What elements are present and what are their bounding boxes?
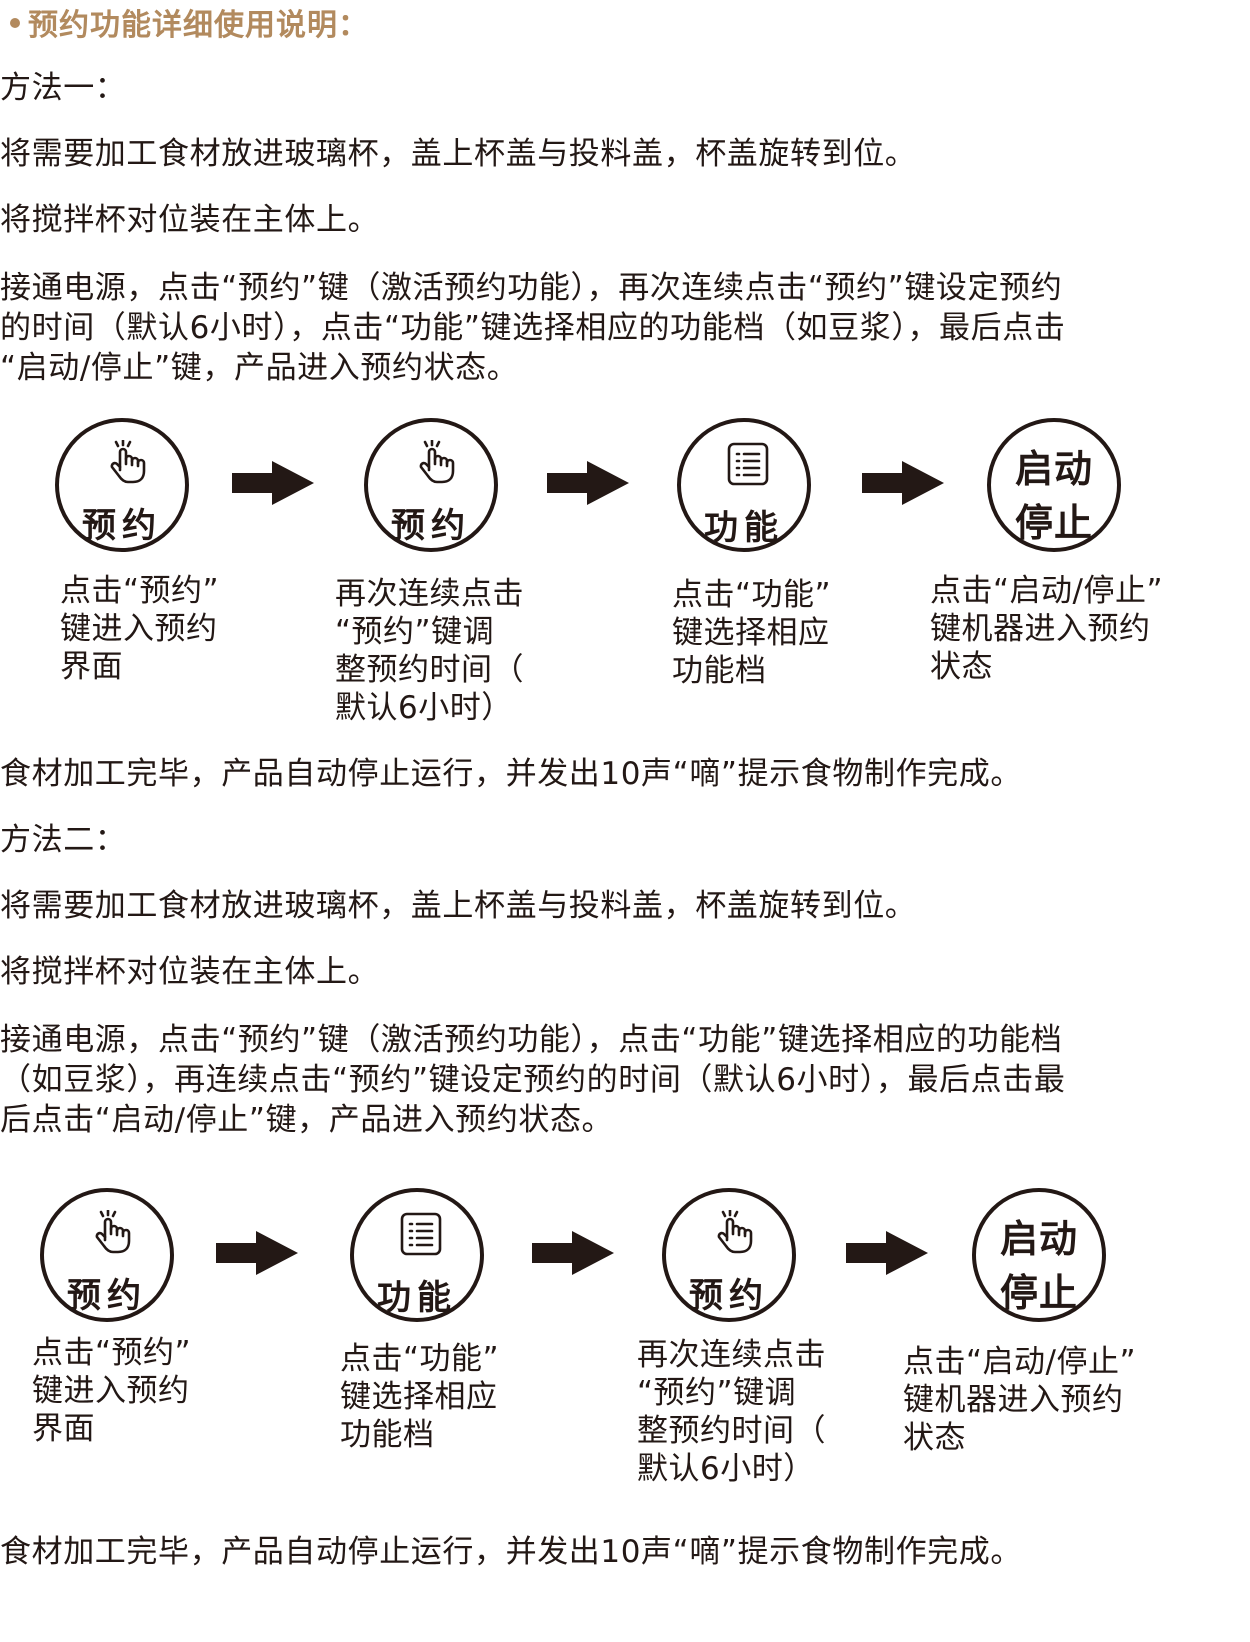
method1-instructions-line: “启动/停止”键，产品进入预约状态。: [0, 350, 519, 386]
key-label: 预约: [67, 1276, 147, 1316]
method2-heading: 方法二：: [0, 822, 127, 858]
method1-caption-3: 点击“功能”键选择相应功能档: [672, 577, 832, 689]
method1-caption-1: 点击“预约”键进入预约界面: [60, 573, 220, 685]
method2-instructions: 接通电源，点击“预约”键（激活预约功能），点击“功能”键选择相应的功能档 （如豆…: [0, 1020, 1250, 1140]
key-label: 预约: [82, 506, 162, 546]
method2-reserve-key: 预约: [40, 1188, 174, 1322]
key-label-start: 启动: [1014, 447, 1093, 491]
method1-heading: 方法一：: [0, 70, 127, 106]
method2-caption-2: 点击“功能”键选择相应功能档: [340, 1341, 500, 1453]
section-title-text: 预约功能详细使用说明：: [28, 8, 369, 43]
method1-start-stop-key: 启动 停止: [987, 418, 1121, 552]
method1-instructions-line: 的时间（默认6小时），点击“功能”键选择相应的功能档（如豆浆），最后点击: [0, 310, 1066, 346]
key-label: 功能: [704, 508, 784, 548]
arrow-right-icon: [216, 1231, 298, 1275]
method2-caption-1: 点击“预约”键进入预约界面: [32, 1335, 192, 1447]
hand-tap-icon: [104, 440, 148, 484]
method2-instructions-line: （如豆浆），再连续点击“预约”键设定预约的时间（默认6小时），最后点击最: [0, 1062, 1066, 1098]
method2-caption-4: 点击“启动/停止”键机器进入预约状态: [903, 1344, 1137, 1456]
key-label-stop: 停止: [1014, 501, 1093, 545]
key-label: 预约: [391, 506, 471, 546]
arrow-right-icon: [846, 1231, 928, 1275]
hand-tap-icon: [89, 1210, 133, 1254]
method1-step-mount: 将搅拌杯对位装在主体上。: [0, 202, 380, 238]
hand-tap-icon: [711, 1210, 755, 1254]
menu-list-icon: [399, 1212, 443, 1256]
method2-instructions-line: 后点击“启动/停止”键，产品进入预约状态。: [0, 1102, 614, 1138]
key-label: 预约: [689, 1276, 769, 1316]
method2-instructions-line: 接通电源，点击“预约”键（激活预约功能），点击“功能”键选择相应的功能档: [0, 1022, 1063, 1058]
method1-instructions-line: 接通电源，点击“预约”键（激活预约功能），再次连续点击“预约”键设定预约: [0, 270, 1063, 306]
method1-step-cup: 将需要加工食材放进玻璃杯，盖上杯盖与投料盖，杯盖旋转到位。: [0, 136, 917, 172]
method2-function-key: 功能: [350, 1188, 484, 1322]
bullet-dot-icon: [10, 17, 20, 28]
arrow-right-icon: [232, 461, 314, 505]
method1-instructions: 接通电源，点击“预约”键（激活预约功能），再次连续点击“预约”键设定预约 的时间…: [0, 268, 1250, 388]
key-label-start: 启动: [999, 1217, 1078, 1261]
method2-caption-3: 再次连续点击“预约”键调整预约时间（默认6小时）: [637, 1337, 826, 1487]
method1-function-key: 功能: [677, 418, 811, 552]
arrow-right-icon: [862, 461, 944, 505]
menu-list-icon: [726, 442, 770, 486]
method2-start-stop-key: 启动 停止: [972, 1188, 1106, 1322]
method2-step-cup: 将需要加工食材放进玻璃杯，盖上杯盖与投料盖，杯盖旋转到位。: [0, 888, 917, 924]
arrow-right-icon: [532, 1231, 614, 1275]
method1-reserve-key: 预约: [55, 418, 189, 552]
method1-caption-2: 再次连续点击“预约”键调整预约时间（默认6小时）: [335, 576, 524, 726]
method2-footer: 食材加工完毕，产品自动停止运行，并发出10声“嘀”提示食物制作完成。: [0, 1534, 1022, 1570]
key-label-stop: 停止: [999, 1271, 1078, 1315]
hand-tap-icon: [413, 440, 457, 484]
section-title: 预约功能详细使用说明：: [10, 0, 369, 44]
method2-reserve-key-again: 预约: [662, 1188, 796, 1322]
method1-caption-4: 点击“启动/停止”键机器进入预约状态: [930, 573, 1164, 685]
method1-footer: 食材加工完毕，产品自动停止运行，并发出10声“嘀”提示食物制作完成。: [0, 756, 1022, 792]
arrow-right-icon: [547, 461, 629, 505]
method1-reserve-key-again: 预约: [364, 418, 498, 552]
key-label: 功能: [377, 1278, 457, 1318]
method2-step-mount: 将搅拌杯对位装在主体上。: [0, 954, 380, 990]
